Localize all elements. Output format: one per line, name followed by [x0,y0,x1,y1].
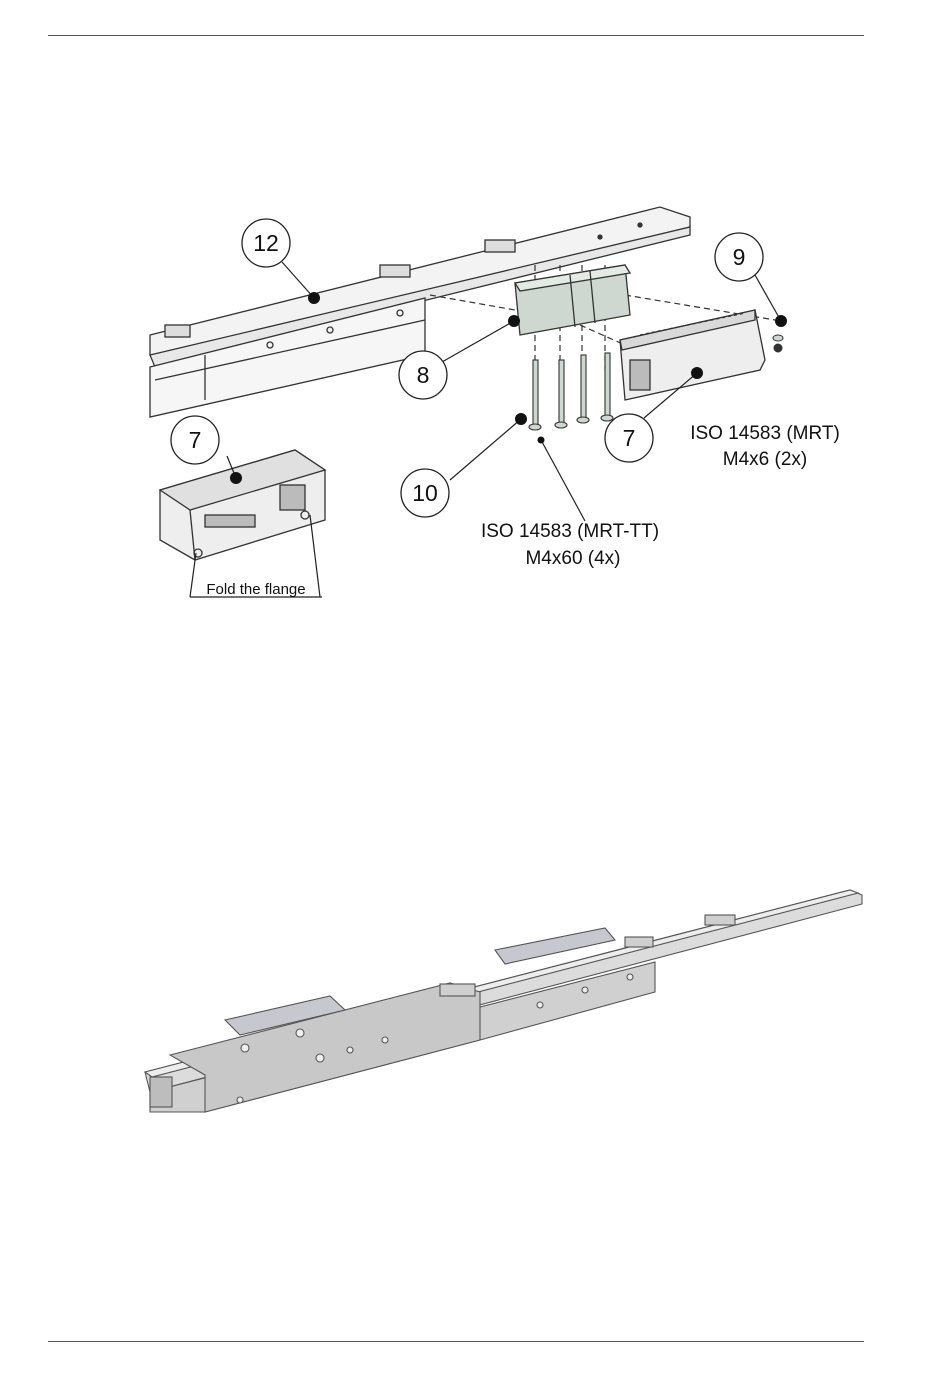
assembled-rail-drawing [145,890,862,1112]
exploded-assembly-figure: 12 8 9 7 10 7 ISO 14583 (MRT) M4x6 (2x) … [0,195,950,615]
note-mrt-size: M4x6 (2x) [723,449,807,470]
header-rule [48,35,864,36]
note-mrttt-spec: ISO 14583 (MRT-TT) [481,521,659,542]
note-mrttt-size: M4x60 (4x) [525,548,620,569]
screws-m4x6-drawing [773,335,783,352]
callout-10: 10 [412,480,438,506]
bracket-8-drawing [515,265,630,335]
module-7-left-drawing [160,450,325,560]
callout-8: 8 [417,362,430,388]
callout-9: 9 [733,244,746,270]
screws-m4x60-drawing [529,353,613,430]
module-7-right-drawing [620,310,765,400]
footer-rule [48,1341,864,1342]
assembled-rail-figure [0,880,950,1130]
callout-7-left: 7 [189,427,202,453]
note-mrt-spec: ISO 14583 (MRT) [690,423,840,444]
callout-7-right: 7 [623,425,636,451]
callout-12: 12 [253,230,279,256]
note-fold-flange: Fold the flange [206,581,305,598]
